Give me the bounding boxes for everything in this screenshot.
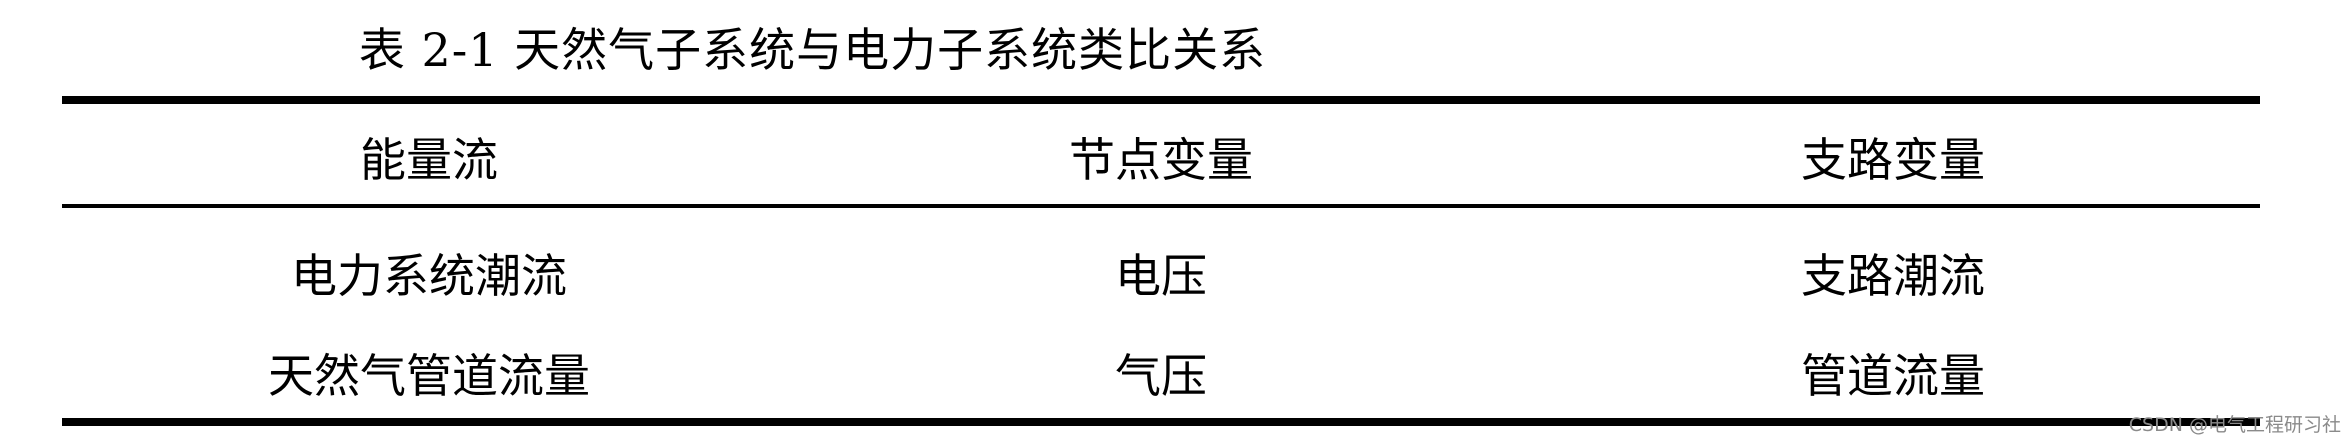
table-bottom-rule xyxy=(62,418,2260,426)
table-cell: 电压 xyxy=(1115,249,1207,303)
table-header-row: 能量流 节点变量 支路变量 xyxy=(62,128,2260,192)
header-branch-variable: 支路变量 xyxy=(1801,133,1985,187)
table-cell: 管道流量 xyxy=(1801,349,1985,403)
table-caption: 表 2-1 天然气子系统与电力子系统类比关系 xyxy=(358,23,1267,77)
table-cell: 气压 xyxy=(1115,349,1207,403)
table-cell: 支路潮流 xyxy=(1801,249,1985,303)
table-header-rule xyxy=(62,204,2260,208)
table-row: 天然气管道流量 气压 管道流量 xyxy=(62,344,2260,408)
header-node-variable: 节点变量 xyxy=(1069,133,1253,187)
table-top-rule xyxy=(62,96,2260,104)
table-cell: 天然气管道流量 xyxy=(268,349,590,403)
table-cell: 电力系统潮流 xyxy=(291,249,567,303)
table-row: 电力系统潮流 电压 支路潮流 xyxy=(62,244,2260,308)
watermark: CSDN @电气工程研习社 xyxy=(2128,414,2341,436)
header-energy-flow: 能量流 xyxy=(360,133,498,187)
